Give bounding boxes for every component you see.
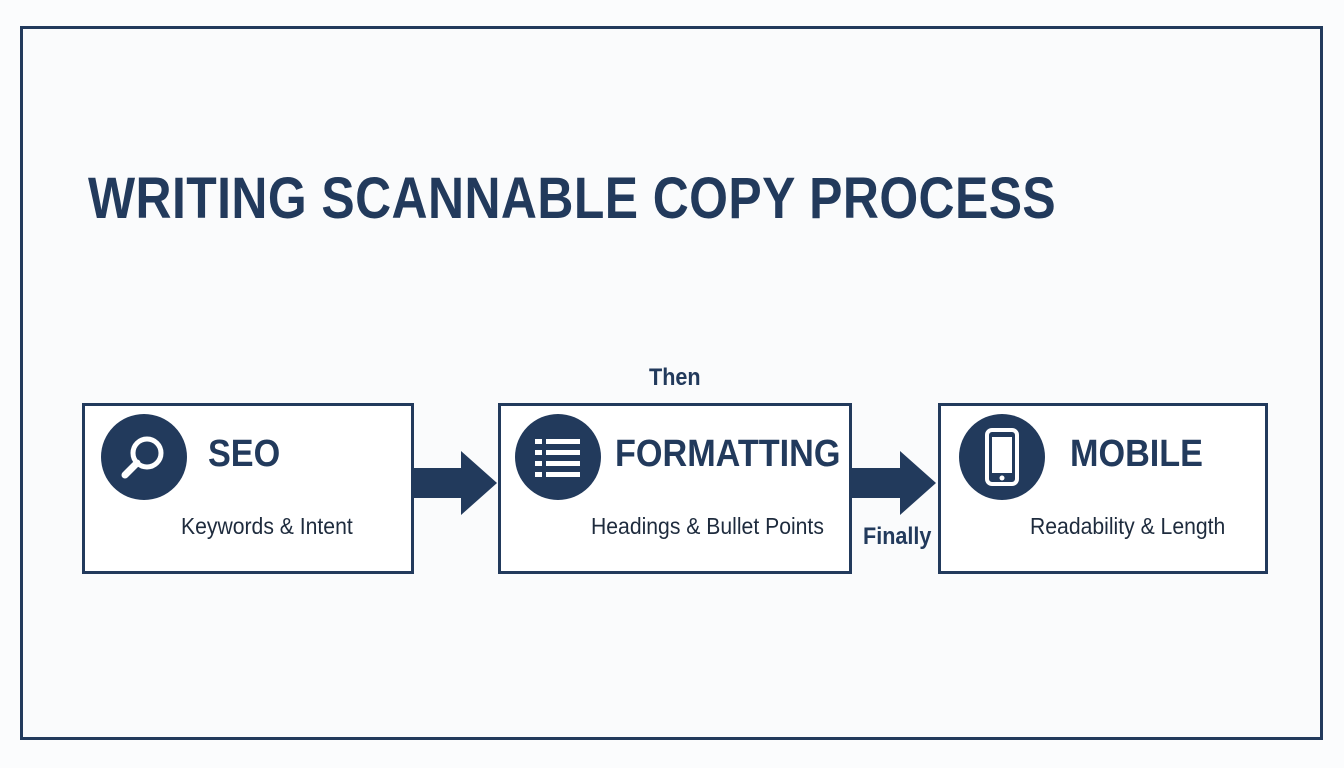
step-formatting-title: FORMATTING: [615, 433, 841, 475]
search-icon: [101, 414, 187, 500]
step-mobile-description-text: Readability & Length: [1030, 513, 1226, 539]
arrow-right-icon: [411, 451, 497, 515]
connector-label-finally: Finally: [863, 523, 932, 550]
step-formatting: FORMATTING Headings & Bullet Points: [498, 403, 852, 574]
step-formatting-description: Headings & Bullet Points: [591, 513, 849, 539]
smartphone-icon: [959, 414, 1045, 500]
diagram-title: WRITING SCANNABLE COPY PROCESS: [88, 166, 1057, 231]
connector-label-then: Then: [649, 364, 701, 391]
list-icon: [515, 414, 601, 500]
diagram-frame: [20, 26, 1323, 740]
step-seo-title: SEO: [208, 433, 281, 475]
step-mobile-description: Readability & Length: [1030, 513, 1265, 539]
step-seo-description-text: Keywords & Intent: [181, 513, 353, 539]
arrow-right-icon: [850, 451, 936, 515]
step-seo-description: Keywords & Intent: [181, 513, 411, 539]
step-mobile-title: MOBILE: [1070, 433, 1204, 475]
step-mobile: MOBILE Readability & Length: [938, 403, 1268, 574]
step-formatting-description-text: Headings & Bullet Points: [591, 513, 824, 539]
step-seo: SEO Keywords & Intent: [82, 403, 414, 574]
